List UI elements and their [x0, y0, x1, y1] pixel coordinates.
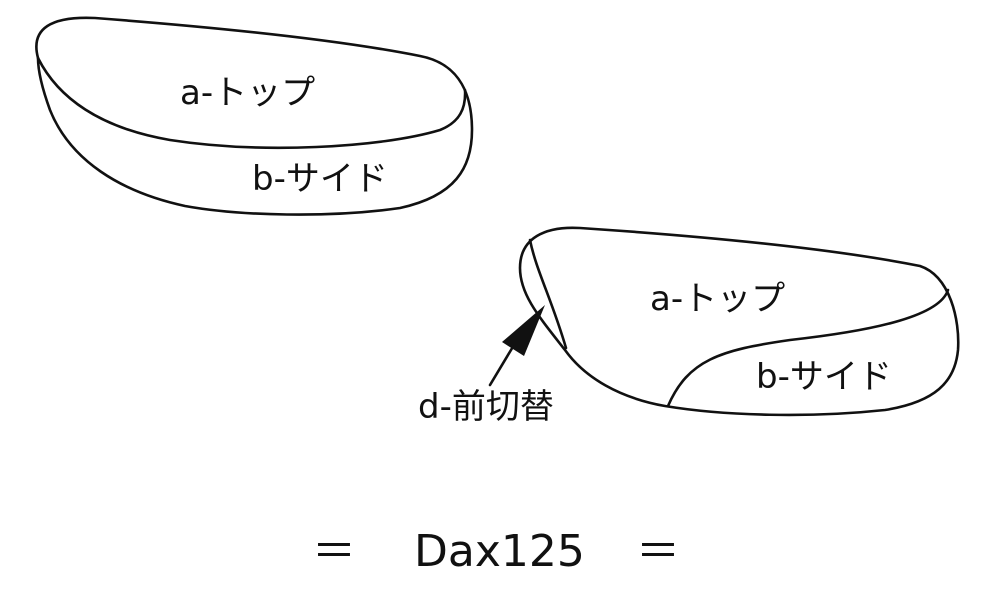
model-title: ＝ Dax125 ＝	[312, 526, 680, 577]
label-front-switch: d-前切替	[418, 387, 554, 427]
seat-outline-upper	[35, 16, 474, 216]
seam-front-switch	[528, 238, 568, 350]
label-side-upper: b-サイド	[252, 159, 388, 199]
title-left-mark: ＝	[312, 526, 356, 577]
seam-top-side-upper	[36, 56, 467, 150]
label-side-lower: b-サイド	[756, 357, 892, 397]
seam-top-side-lower	[666, 288, 950, 408]
title-model-name: Dax125	[414, 526, 585, 577]
seat-view-upper-left: a-トップ b-サイド	[35, 16, 474, 216]
label-top-upper: a-トップ	[180, 73, 315, 113]
pointer-arrow-head	[502, 305, 545, 356]
seat-outline-lower	[518, 226, 960, 417]
label-top-lower: a-トップ	[650, 279, 785, 319]
pointer-arrow-line	[488, 343, 516, 387]
seat-view-lower-right: a-トップ b-サイド d-前切替	[418, 226, 960, 427]
title-right-mark: ＝	[636, 526, 680, 577]
